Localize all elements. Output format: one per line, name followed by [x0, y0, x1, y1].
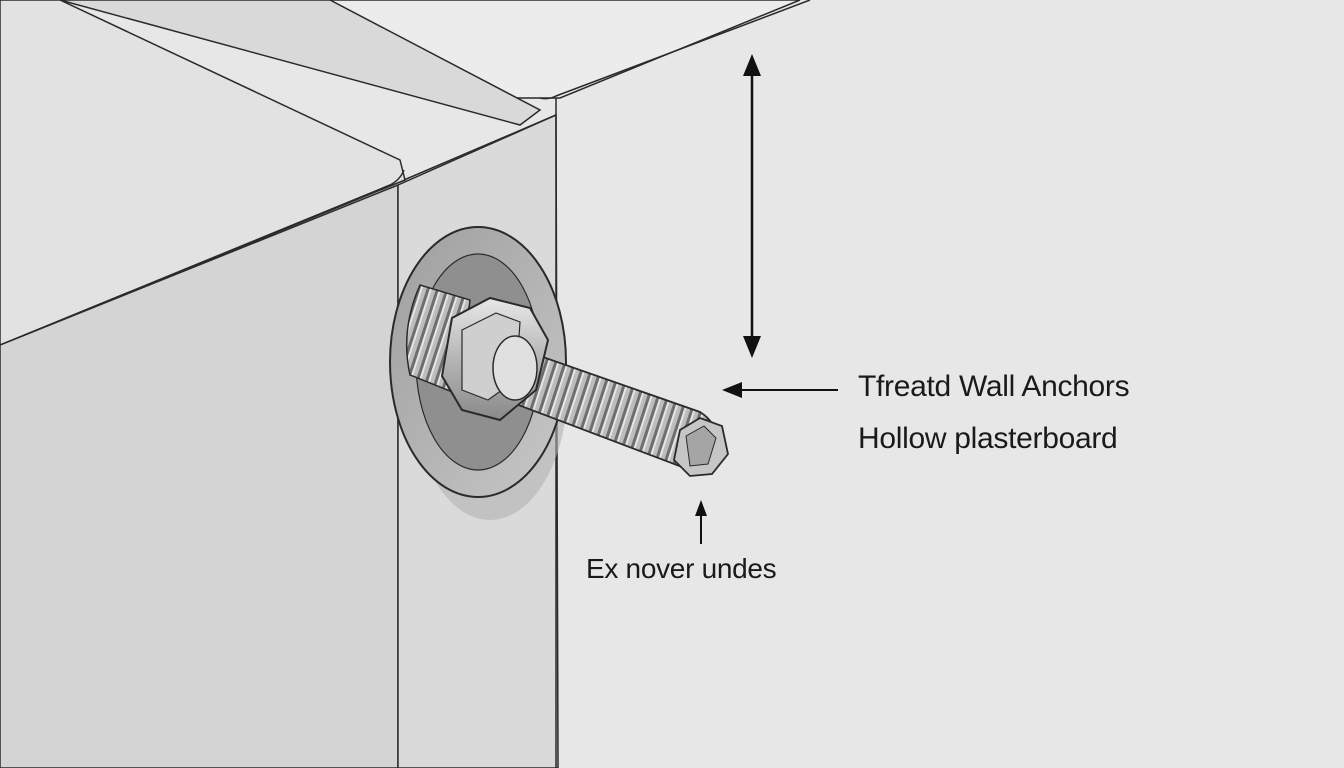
callout-bottom: Ex nover undes: [586, 553, 777, 584]
left-box-top: [0, 0, 406, 346]
left-box-front: [0, 183, 399, 768]
callout-subtitle: Hollow plasterboard: [858, 422, 1118, 455]
callout-title: Tfreatd Wall Anchors: [858, 370, 1130, 403]
ceiling-side: [59, 0, 542, 126]
